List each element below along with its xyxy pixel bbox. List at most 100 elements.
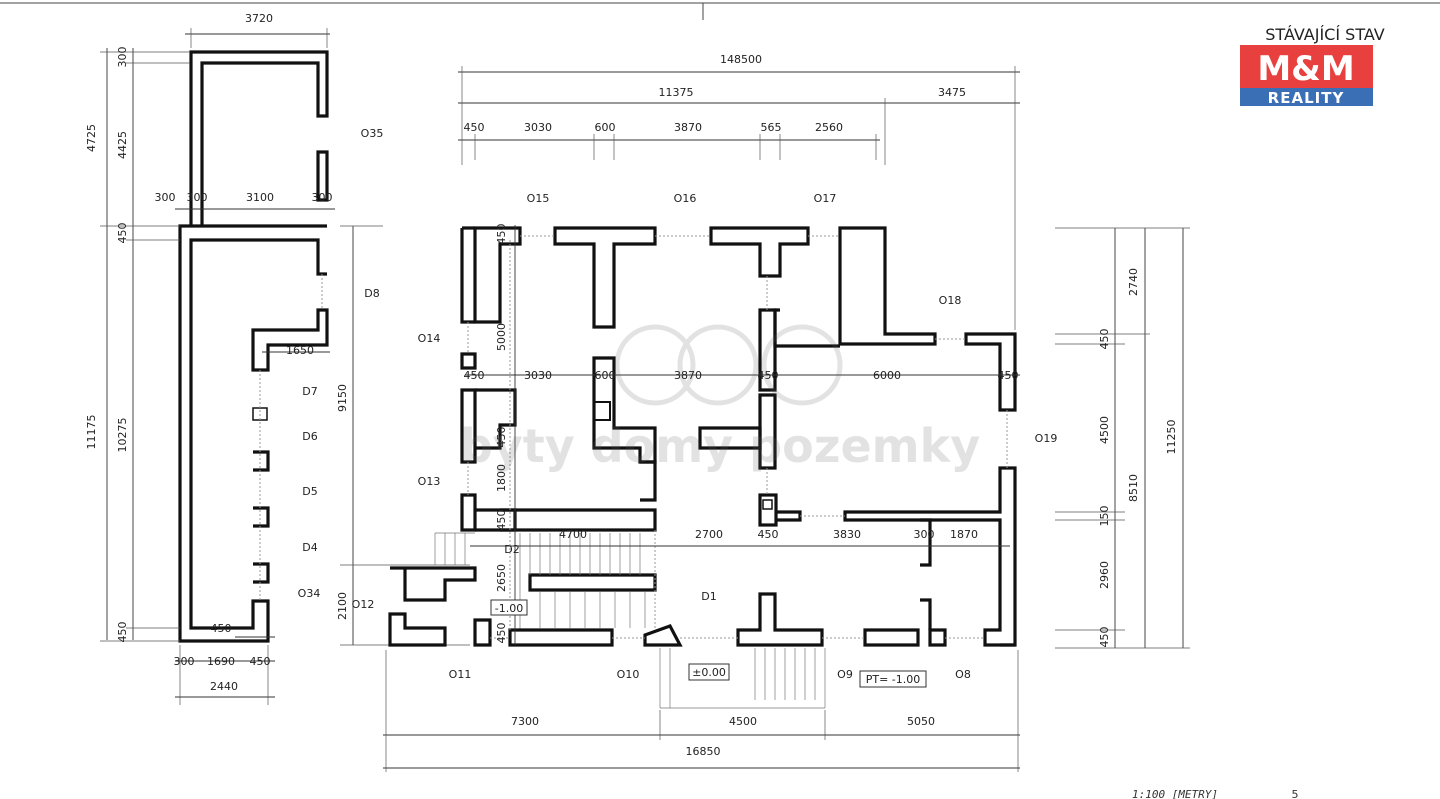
logo-top-text: M&M bbox=[1257, 49, 1354, 89]
watermark: byty domy pozemky bbox=[460, 324, 980, 473]
dim-label: 450 bbox=[1098, 329, 1111, 350]
dim-label: 450 bbox=[495, 427, 508, 448]
logo-bottom-text: REALITY bbox=[1268, 89, 1345, 107]
dim-label: 150 bbox=[1098, 506, 1111, 527]
brand-logo: M&M REALITY bbox=[1240, 45, 1373, 107]
dim-label: 2740 bbox=[1127, 268, 1140, 296]
opening-label: O9 bbox=[837, 668, 853, 681]
dim-label: 450 bbox=[116, 223, 129, 244]
level-label: PT= -1.00 bbox=[866, 673, 921, 686]
house-plan bbox=[383, 66, 1190, 772]
level-label: -1.00 bbox=[495, 602, 523, 615]
dim-label: 450 bbox=[758, 369, 779, 382]
opening-label: O8 bbox=[955, 668, 971, 681]
dim-label: 4725 bbox=[85, 124, 98, 152]
house-vertical-dimension-labels: 450 5000 450 1800 450 2650 450 2100 2740… bbox=[336, 224, 1178, 648]
dim-label: 300 bbox=[116, 47, 129, 68]
opening-label: D5 bbox=[302, 485, 317, 498]
dim-label: 5000 bbox=[495, 323, 508, 351]
page-number: 5 bbox=[1292, 788, 1299, 799]
dim-label: 450 bbox=[464, 121, 485, 134]
dim-label: 5050 bbox=[907, 715, 935, 728]
dim-label: 450 bbox=[758, 528, 779, 541]
garage-dimension-labels: 3720 300 4425 4725 300 300 3100 300 450 … bbox=[85, 12, 333, 693]
opening-label: O10 bbox=[617, 668, 640, 681]
house-opening-labels: O15 O16 O17 O18 O14 O13 O12 O11 O10 O9 O… bbox=[352, 192, 1058, 681]
opening-label: O11 bbox=[449, 668, 472, 681]
dim-label: 1870 bbox=[950, 528, 978, 541]
opening-label: O18 bbox=[939, 294, 962, 307]
opening-label: D1 bbox=[701, 590, 716, 603]
dim-label: 148500 bbox=[720, 53, 762, 66]
dim-label: 300 bbox=[155, 191, 176, 204]
house-inner-dimension-labels: 450 3030 600 3870 450 6000 450 4700 2700… bbox=[464, 369, 1019, 541]
opening-label: O34 bbox=[298, 587, 321, 600]
dim-label: 6000 bbox=[873, 369, 901, 382]
opening-label: D4 bbox=[302, 541, 317, 554]
dim-label: 565 bbox=[761, 121, 782, 134]
dim-label: 600 bbox=[595, 121, 616, 134]
opening-label: D8 bbox=[364, 287, 379, 300]
level-label: ±0.00 bbox=[692, 666, 726, 679]
opening-label: O16 bbox=[674, 192, 697, 205]
dim-label: 3030 bbox=[524, 369, 552, 382]
dim-label: 3870 bbox=[674, 369, 702, 382]
dim-label: 600 bbox=[595, 369, 616, 382]
dim-label: 450 bbox=[998, 369, 1019, 382]
dim-label: 1650 bbox=[286, 344, 314, 357]
dim-label: 16850 bbox=[686, 745, 721, 758]
dim-label: 1800 bbox=[495, 464, 508, 492]
dim-label: 1690 bbox=[207, 655, 235, 668]
dim-label: 2560 bbox=[815, 121, 843, 134]
dim-label: 300 bbox=[914, 528, 935, 541]
dim-label: 450 bbox=[116, 622, 129, 643]
dim-label: 450 bbox=[211, 622, 232, 635]
dim-label: 450 bbox=[1098, 627, 1111, 648]
opening-label: D7 bbox=[302, 385, 317, 398]
dim-label: 3475 bbox=[938, 86, 966, 99]
dim-label: 3870 bbox=[674, 121, 702, 134]
dim-label: 4700 bbox=[559, 528, 587, 541]
opening-label: D6 bbox=[302, 430, 317, 443]
garage-opening-labels: O35 D8 D7 D6 D5 D4 O34 bbox=[298, 127, 384, 600]
opening-label: O17 bbox=[814, 192, 837, 205]
dim-label: 4500 bbox=[729, 715, 757, 728]
opening-label: O13 bbox=[418, 475, 441, 488]
dim-label: 450 bbox=[250, 655, 271, 668]
dim-label: 300 bbox=[312, 191, 333, 204]
opening-label: D2 bbox=[504, 543, 519, 556]
scale-label: 1:100 [METRY] bbox=[1132, 788, 1218, 799]
dim-label: 300 bbox=[187, 191, 208, 204]
dim-label: 4425 bbox=[116, 131, 129, 159]
opening-label: O19 bbox=[1035, 432, 1058, 445]
dim-label: 11175 bbox=[85, 415, 98, 450]
dim-label: 2700 bbox=[695, 528, 723, 541]
opening-label: O35 bbox=[361, 127, 384, 140]
dim-label: 450 bbox=[464, 369, 485, 382]
dim-label: 3030 bbox=[524, 121, 552, 134]
dim-label: 450 bbox=[495, 224, 508, 245]
dim-label: 7300 bbox=[511, 715, 539, 728]
house-top-dimension-labels: 148500 11375 3475 450 3030 600 3870 565 … bbox=[464, 53, 967, 134]
dim-label: 9150 bbox=[336, 384, 349, 412]
dim-label: 10275 bbox=[116, 418, 129, 453]
house-bottom-dimension-labels: 7300 4500 5050 16850 bbox=[511, 715, 935, 758]
dim-label: 11250 bbox=[1165, 420, 1178, 455]
watermark-text: byty domy pozemky bbox=[460, 419, 980, 473]
opening-label: O14 bbox=[418, 332, 441, 345]
level-markers: -1.00 ±0.00 PT= -1.00 bbox=[490, 599, 927, 688]
dim-label: 3830 bbox=[833, 528, 861, 541]
dim-label: 2960 bbox=[1098, 561, 1111, 589]
dim-label: 11375 bbox=[659, 86, 694, 99]
opening-label: O12 bbox=[352, 598, 375, 611]
dim-label: 300 bbox=[174, 655, 195, 668]
garage-plan bbox=[100, 28, 470, 705]
dim-label: 450 bbox=[495, 623, 508, 644]
status-label: STÁVAJÍCÍ STAV bbox=[1265, 25, 1385, 44]
dim-label: 3100 bbox=[246, 191, 274, 204]
dim-label: 2100 bbox=[336, 592, 349, 620]
dim-label: 450 bbox=[495, 510, 508, 531]
dim-label: 3720 bbox=[245, 12, 273, 25]
dim-label: 2440 bbox=[210, 680, 238, 693]
